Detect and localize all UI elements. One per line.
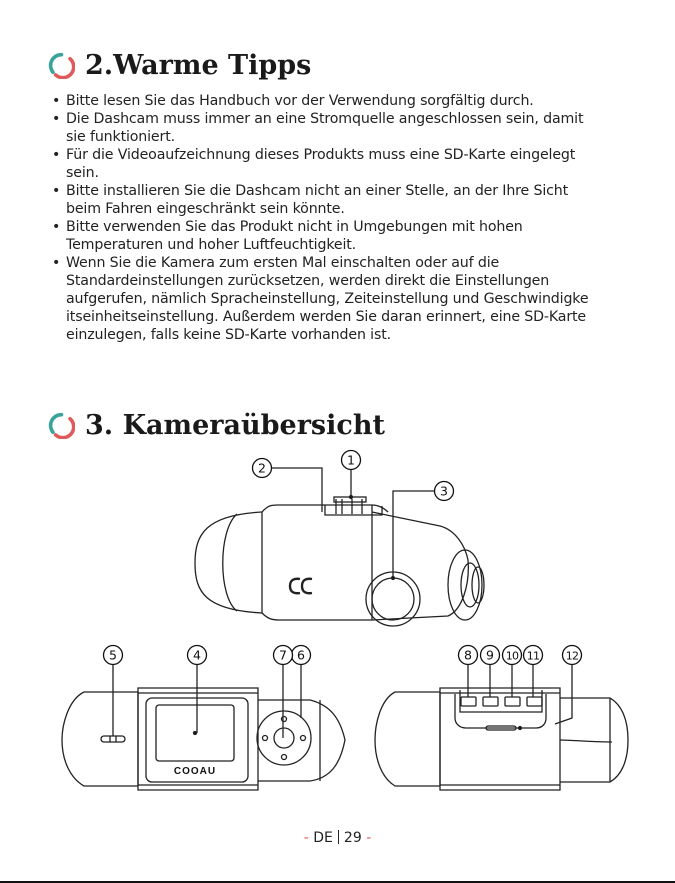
tip-item: Für die Videoaufzeichnung dieses Produkt… — [50, 146, 650, 182]
tip-line: Wenn Sie die Kamera zum ersten Mal einsc… — [66, 255, 500, 271]
tip-line: Für die Videoaufzeichnung dieses Produkt… — [66, 147, 576, 163]
page-footer: - DE 29 - — [0, 830, 675, 846]
tip-line: einzulegen, falls keine SD-Karte vorhand… — [66, 327, 391, 343]
callout-number-7: 7 — [279, 648, 287, 663]
callout-circle — [102, 644, 124, 666]
callout-number-2: 2 — [258, 461, 266, 476]
footer-page-number: 29 — [343, 830, 362, 846]
callout-circle — [186, 644, 208, 666]
tip-line: sein. — [66, 165, 99, 181]
tip-line: Bitte lesen Sie das Handbuch vor der Ver… — [66, 93, 534, 109]
callout-circle — [561, 644, 583, 666]
callout-number-3: 3 — [440, 484, 448, 499]
footer-divider — [337, 830, 339, 844]
tip-line: beim Fahren eingeschränkt sein könnte. — [66, 201, 345, 217]
section-heading-tips: 2.Warme Tipps — [48, 50, 311, 81]
callout-number-9: 9 — [486, 648, 494, 663]
footer-dash: - — [366, 830, 372, 846]
callout-circle — [457, 644, 479, 666]
callout-circle — [340, 449, 362, 471]
callout-circle — [251, 457, 273, 479]
tip-line: Bitte installieren Sie die Dashcam nicht… — [66, 183, 569, 199]
camera-bottom-view — [374, 687, 629, 791]
tip-line: Temperaturen und hoher Luftfeuchtigkeit. — [66, 237, 357, 253]
tip-line: Bitte verwenden Sie das Produkt nicht in… — [66, 219, 523, 235]
camera-back-view — [61, 687, 346, 791]
callout-number-4: 4 — [193, 648, 201, 663]
footer-dash: - — [303, 830, 309, 846]
tip-line: itseinheitseinstellung. Außerdem werden … — [66, 309, 586, 325]
callout-number-10: 10 — [506, 650, 519, 663]
callout-number-6: 6 — [297, 648, 305, 663]
bottom-rule — [0, 881, 675, 883]
callout-number-5: 5 — [109, 648, 117, 663]
callout-circle — [479, 644, 501, 666]
tip-line: sie funktioniert. — [66, 129, 175, 145]
section-ring-icon — [48, 412, 75, 439]
camera-top-view — [194, 496, 485, 627]
tip-line: Die Dashcam muss immer an eine Stromquel… — [66, 111, 584, 127]
tip-item: Bitte lesen Sie das Handbuch vor der Ver… — [50, 92, 650, 110]
callout-circle — [272, 644, 294, 666]
tip-item: Bitte installieren Sie die Dashcam nicht… — [50, 182, 650, 218]
callout-circle — [522, 644, 544, 666]
callout-number-12: 12 — [566, 650, 578, 663]
callout-circle — [433, 480, 455, 502]
callout-number-8: 8 — [464, 648, 472, 663]
section-title: 3. Kameraübersicht — [85, 410, 385, 441]
tip-line: aufgerufen, nämlich Spracheinstellung, Z… — [66, 291, 589, 307]
tips-list: Bitte lesen Sie das Handbuch vor der Ver… — [50, 92, 650, 344]
section-heading-overview: 3. Kameraübersicht — [48, 410, 385, 441]
callout-number-1: 1 — [347, 453, 355, 468]
callout-circle — [501, 644, 523, 666]
section-title: 2.Warme Tipps — [85, 50, 312, 81]
section-ring-icon — [48, 52, 75, 79]
callout-number-11: 11 — [527, 650, 539, 663]
screen-brand-logo: COOAU — [174, 766, 216, 777]
tip-item: Die Dashcam muss immer an eine Stromquel… — [50, 110, 650, 146]
footer-lang: DE — [313, 830, 333, 846]
tip-item: Wenn Sie die Kamera zum ersten Mal einsc… — [50, 254, 650, 344]
tip-line: Standardeinstellungen zurücksetzen, werd… — [66, 273, 550, 289]
tip-item: Bitte verwenden Sie das Produkt nicht in… — [50, 218, 650, 254]
